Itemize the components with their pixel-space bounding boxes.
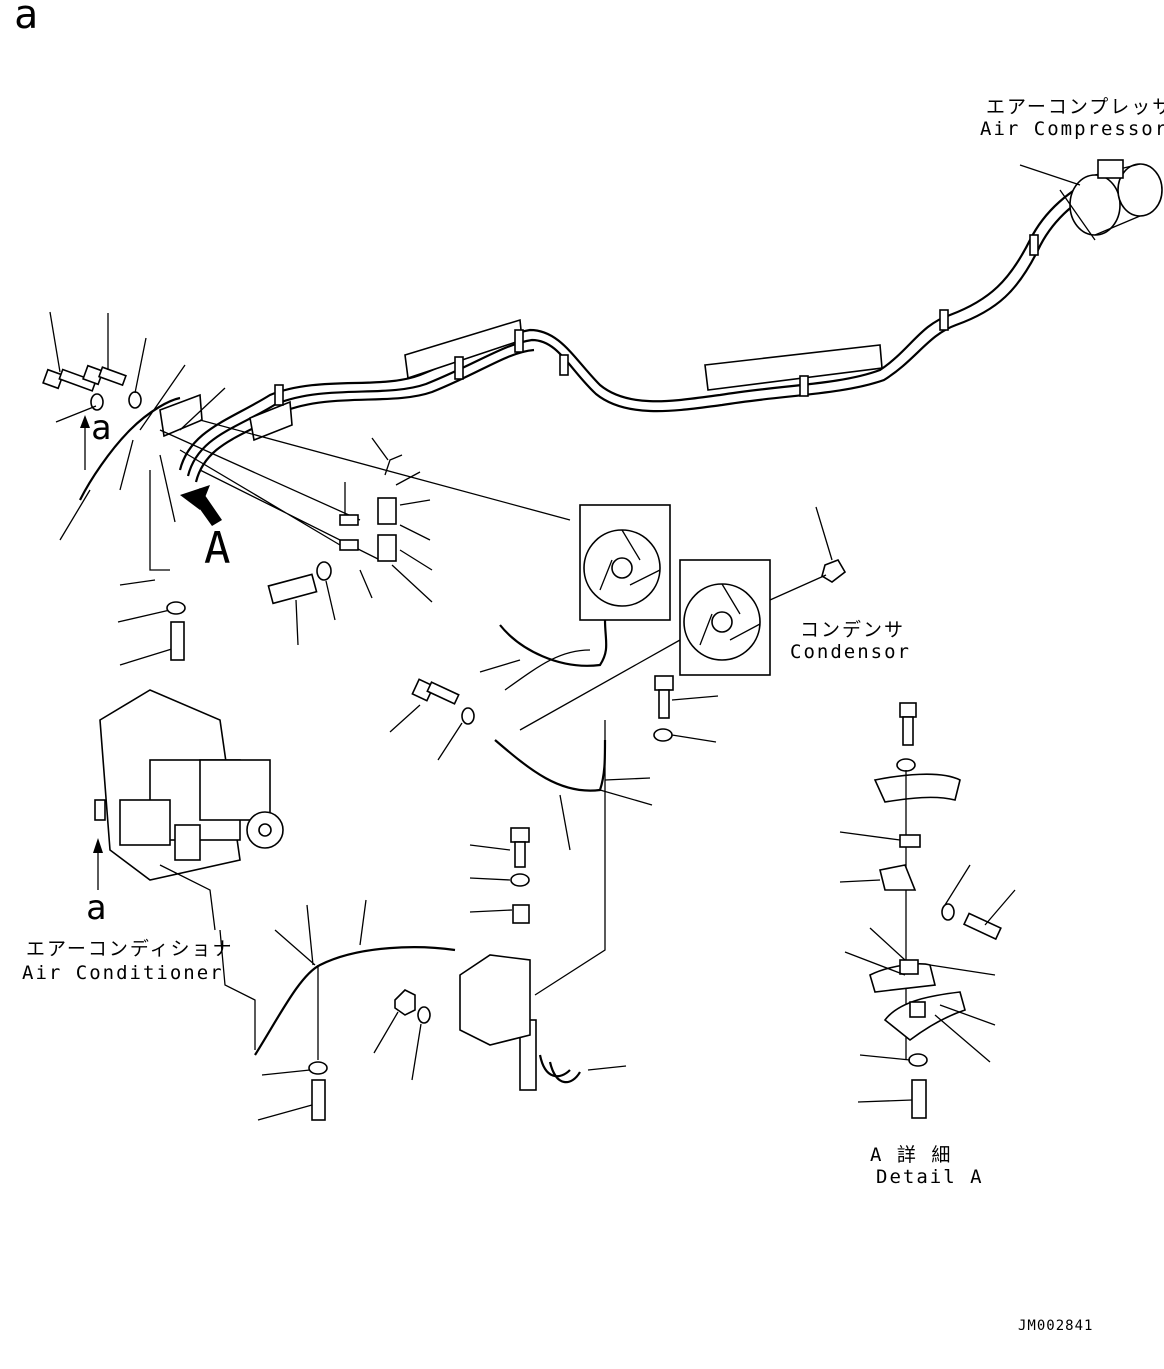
condensor-label-jp: コンデンサ <box>800 619 906 641</box>
view-arrow-big-A <box>180 485 222 526</box>
top-left-fasteners <box>42 311 226 541</box>
view-marker-top-left: a <box>14 0 39 38</box>
middle-fittings <box>117 419 571 666</box>
middle-hose-fasteners <box>389 675 719 996</box>
view-arrow-ac-marker: a <box>86 888 107 928</box>
view-label-A: A <box>204 523 231 574</box>
view-arrow-a <box>80 415 90 470</box>
air-compressor-label-jp: エアーコンプレッサ <box>986 96 1164 118</box>
hose-clamps <box>274 234 1039 406</box>
lower-hose-fasteners <box>159 864 456 1121</box>
condensor-label-en: Condensor <box>790 641 911 663</box>
hose-tags <box>159 318 883 442</box>
detail-a-label-en: Detail A <box>876 1166 984 1188</box>
condensor-drawing <box>479 504 847 731</box>
air-conditioner-label-jp: エアーコンディショナ <box>26 938 234 960</box>
drawing-number: JM002841 <box>1018 1318 1094 1334</box>
main-hose-run <box>178 174 1105 483</box>
view-arrow-a-marker: a <box>91 408 112 448</box>
detail-a-label-jp: A 詳 細 <box>870 1144 953 1166</box>
detail-a-drawing <box>839 702 1016 1119</box>
view-arrow-ac <box>93 838 103 890</box>
air-compressor-drawing <box>1019 159 1163 241</box>
pump-drawing <box>94 689 284 881</box>
bracket-fasteners <box>373 827 627 1091</box>
air-compressor-label-en: Air Compressor <box>980 118 1164 140</box>
air-conditioner-label-en: Air Conditioner <box>22 962 224 984</box>
